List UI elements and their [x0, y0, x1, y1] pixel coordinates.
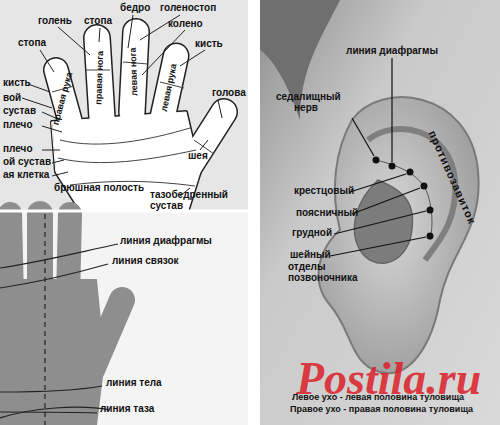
finger-label: правая нога: [94, 51, 105, 105]
ear-leader-lines: [330, 58, 426, 256]
part-label: плечо: [3, 120, 33, 131]
ear-drawing: [319, 97, 479, 373]
hand-silhouette: [0, 214, 122, 425]
part-label: вой: [3, 93, 21, 104]
hand-outline: [52, 32, 224, 210]
part-label: тазобедренный сустав: [150, 190, 220, 211]
bottom-panel: [0, 212, 252, 425]
ear-label: шейный: [290, 250, 331, 261]
part-label: шея: [188, 151, 208, 162]
ear-label: противозавиток: [426, 129, 478, 227]
line-label: линия тела: [106, 378, 162, 389]
hand-lines: [0, 214, 118, 425]
part-label: кисть: [195, 39, 223, 50]
ear-label: крестцовый: [294, 186, 354, 197]
note-text: Правое ухо - правая половина туловища: [290, 405, 473, 414]
part-label: кисть: [3, 78, 31, 89]
hand-fill: [52, 32, 224, 210]
leader-lines: [22, 15, 222, 196]
ear-label: линия диафрагмы: [346, 46, 438, 57]
part-label: ой сустав: [3, 157, 51, 168]
line-label: линия диафрагмы: [120, 236, 212, 247]
part-label: плечо: [3, 144, 33, 155]
part-label: брюшная полость: [54, 183, 144, 194]
part-label: бедро: [120, 3, 150, 14]
line-label: линия связок: [112, 256, 179, 267]
finger-label: правая рука: [51, 72, 74, 127]
note-text: Левое ухо - левая половина туловища: [292, 393, 464, 402]
line-label: линия таза: [100, 404, 154, 415]
part-label: голень: [38, 16, 72, 27]
panel-gap: [0, 210, 252, 213]
finger-label: левая рука: [159, 63, 178, 113]
part-label: стопа: [18, 38, 46, 49]
part-label: колено: [168, 19, 203, 30]
part-label: голова: [212, 88, 246, 99]
part-label: ая клетка: [3, 170, 49, 181]
part-label: сустав: [3, 106, 36, 117]
ear-label: грудной: [292, 228, 332, 239]
top-panel: [0, 0, 252, 210]
ear-label: седалищный нерв: [276, 92, 336, 113]
ear-panel: [260, 0, 500, 425]
ear-label: поясничный: [296, 208, 358, 219]
finger-label: левая нога: [128, 48, 139, 97]
ear-label: отделы позвоночника: [288, 262, 358, 283]
part-label: стопа: [84, 16, 112, 27]
part-label: голеностоп: [160, 3, 216, 14]
hair: [260, 0, 340, 120]
